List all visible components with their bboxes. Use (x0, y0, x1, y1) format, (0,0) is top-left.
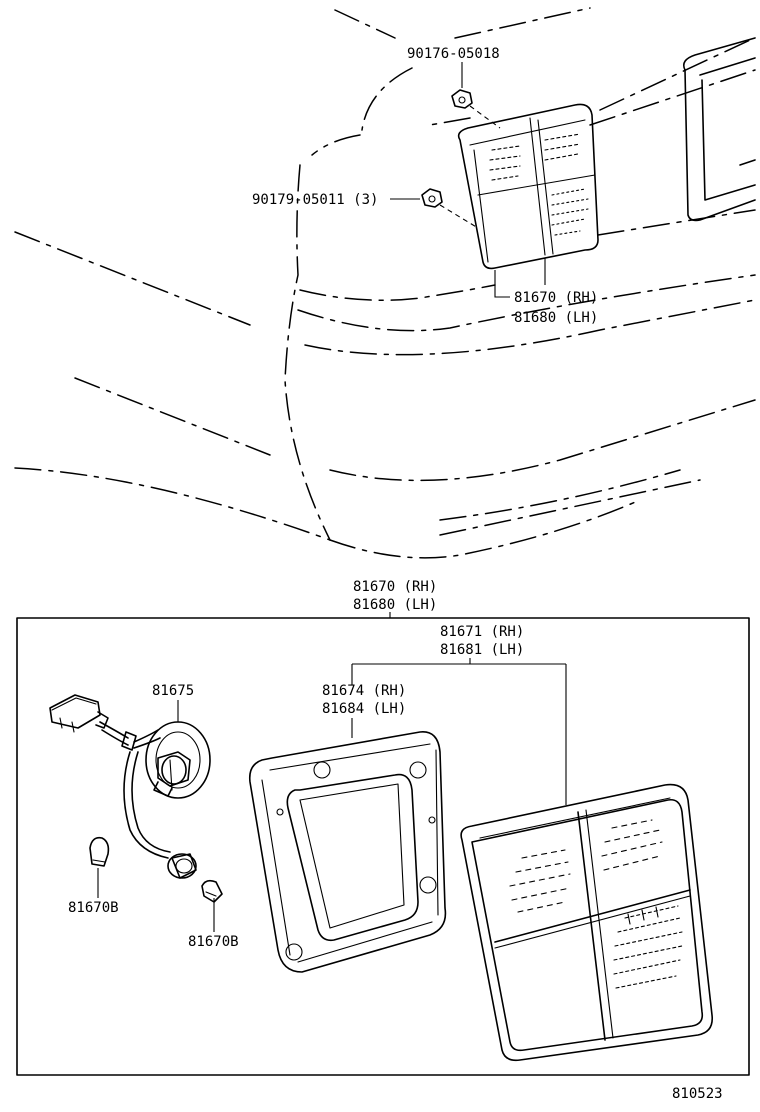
clip-upper (451, 62, 501, 129)
label-clip-lower: 90179-05011 (3) (252, 192, 378, 208)
lamp-pattern-small (489, 133, 589, 236)
label-gasket-lh: 81684 (LH) (322, 701, 406, 717)
label-lens-rh: 81671 (RH) (440, 624, 524, 640)
bulb-right (201, 879, 223, 903)
clip-lower (390, 188, 479, 229)
vehicle-rear-outline (14, 7, 756, 559)
rear-lamp-installed-view (457, 103, 599, 270)
label-lamp-assy-lh-box: 81680 (LH) (353, 597, 437, 613)
lamp-lens (460, 783, 714, 1062)
lens-pattern-upper-left (509, 849, 571, 913)
label-bulb-left: 81670B (68, 900, 119, 916)
label-lamp-assy-rh-box: 81670 (RH) (353, 579, 437, 595)
lens-pattern-lower-right (613, 905, 683, 989)
label-bulb-right: 81670B (188, 934, 239, 950)
label-lens-lh: 81681 (LH) (440, 642, 524, 658)
figure-number: 810523 (672, 1086, 723, 1102)
label-gasket-rh: 81674 (RH) (322, 683, 406, 699)
label-lamp-assy-rh-top: 81670 (RH) (514, 290, 598, 306)
exploded-view-frame (16, 617, 750, 1076)
label-clip-upper: 90176-05018 (407, 46, 500, 62)
socket-wire-harness (49, 694, 211, 879)
bulb-left (89, 836, 110, 867)
label-lamp-assy-lh-top: 81680 (LH) (514, 310, 598, 326)
lens-pattern-upper-right (601, 819, 663, 871)
gasket (248, 731, 447, 973)
label-socket-wire: 81675 (152, 683, 194, 699)
